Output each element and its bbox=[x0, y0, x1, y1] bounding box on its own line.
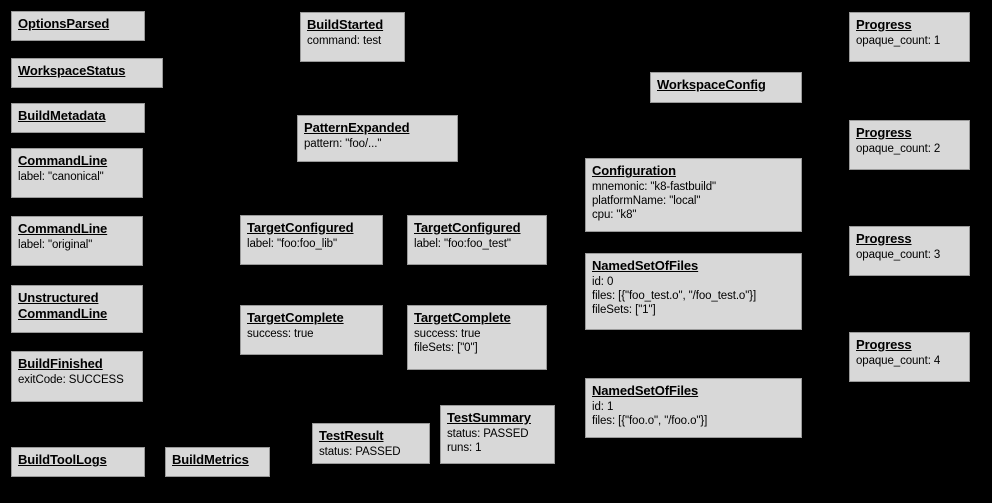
node-body: label: "foo:foo_lib" bbox=[247, 238, 337, 250]
node-unstructured-command-line[interactable]: Unstructured CommandLine bbox=[11, 285, 143, 333]
node-title: TargetConfigured bbox=[414, 220, 521, 235]
node-title: BuildFinished bbox=[18, 356, 103, 371]
node-build-finished[interactable]: BuildFinished exitCode: SUCCESS bbox=[11, 351, 143, 402]
node-command-line-original[interactable]: CommandLine label: "original" bbox=[11, 216, 143, 266]
node-target-complete-foo-lib[interactable]: TargetComplete success: true bbox=[240, 305, 383, 355]
node-body: mnemonic: "k8-fastbuild" platformName: "… bbox=[592, 181, 717, 221]
node-title: CommandLine bbox=[18, 153, 108, 168]
node-named-set-of-files-1[interactable]: NamedSetOfFiles id: 1 files: [{"foo.o", "… bbox=[585, 378, 802, 438]
node-title: Configuration bbox=[592, 163, 676, 178]
node-workspace-config[interactable]: WorkspaceConfig bbox=[650, 72, 802, 103]
node-title: Progress bbox=[856, 231, 912, 246]
node-body: status: PASSED runs: 1 bbox=[447, 428, 529, 454]
node-progress-4[interactable]: Progress opaque_count: 4 bbox=[849, 332, 970, 382]
node-title: NamedSetOfFiles bbox=[592, 383, 699, 398]
node-title: TargetComplete bbox=[247, 310, 344, 325]
node-test-result[interactable]: TestResult status: PASSED bbox=[312, 423, 430, 464]
node-title: WorkspaceStatus bbox=[18, 63, 126, 78]
node-body: opaque_count: 1 bbox=[856, 35, 941, 47]
node-title: TargetConfigured bbox=[247, 220, 354, 235]
node-body: status: PASSED bbox=[319, 446, 401, 458]
node-body: success: true bbox=[247, 328, 314, 340]
node-title: Unstructured CommandLine bbox=[18, 290, 108, 321]
node-progress-1[interactable]: Progress opaque_count: 1 bbox=[849, 12, 970, 62]
node-title: CommandLine bbox=[18, 221, 108, 236]
node-title: NamedSetOfFiles bbox=[592, 258, 699, 273]
node-command-line-canonical[interactable]: CommandLine label: "canonical" bbox=[11, 148, 143, 198]
node-target-configured-foo-lib[interactable]: TargetConfigured label: "foo:foo_lib" bbox=[240, 215, 383, 265]
node-body: pattern: "foo/..." bbox=[304, 138, 382, 150]
node-target-configured-foo-test[interactable]: TargetConfigured label: "foo:foo_test" bbox=[407, 215, 547, 265]
node-target-complete-foo-test[interactable]: TargetComplete success: true fileSets: ["… bbox=[407, 305, 547, 370]
node-title: PatternExpanded bbox=[304, 120, 410, 135]
node-title: OptionsParsed bbox=[18, 16, 110, 31]
node-title: Progress bbox=[856, 17, 912, 32]
node-body: success: true fileSets: ["0"] bbox=[414, 328, 481, 354]
node-title: BuildMetrics bbox=[172, 452, 249, 467]
node-body: label: "foo:foo_test" bbox=[414, 238, 511, 250]
node-progress-3[interactable]: Progress opaque_count: 3 bbox=[849, 226, 970, 276]
node-title: Progress bbox=[856, 337, 912, 352]
node-title: BuildStarted bbox=[307, 17, 384, 32]
node-body: label: "original" bbox=[18, 239, 93, 251]
node-named-set-of-files-0[interactable]: NamedSetOfFiles id: 0 files: [{"foo_test.… bbox=[585, 253, 802, 330]
node-build-metadata[interactable]: BuildMetadata bbox=[11, 103, 145, 133]
node-body: exitCode: SUCCESS bbox=[18, 374, 124, 386]
node-body: command: test bbox=[307, 35, 382, 47]
node-test-summary[interactable]: TestSummary status: PASSED runs: 1 bbox=[440, 405, 555, 464]
node-build-started[interactable]: BuildStarted command: test bbox=[300, 12, 405, 62]
node-build-metrics[interactable]: BuildMetrics bbox=[165, 447, 270, 477]
node-title: TestResult bbox=[319, 428, 384, 443]
node-body: id: 0 files: [{"foo_test.o", "/foo_test.… bbox=[592, 276, 757, 316]
node-body: opaque_count: 3 bbox=[856, 249, 941, 261]
node-title: TestSummary bbox=[447, 410, 531, 425]
node-title: WorkspaceConfig bbox=[657, 77, 766, 92]
node-body: label: "canonical" bbox=[18, 171, 104, 183]
node-title: BuildToolLogs bbox=[18, 452, 107, 467]
node-configuration[interactable]: Configuration mnemonic: "k8-fastbuild" pl… bbox=[585, 158, 802, 232]
node-pattern-expanded[interactable]: PatternExpanded pattern: "foo/..." bbox=[297, 115, 458, 162]
node-title: TargetComplete bbox=[414, 310, 511, 325]
node-body: opaque_count: 2 bbox=[856, 143, 941, 155]
node-progress-2[interactable]: Progress opaque_count: 2 bbox=[849, 120, 970, 170]
node-body: id: 1 files: [{"foo.o", "/foo.o"}] bbox=[592, 401, 708, 427]
node-workspace-status[interactable]: WorkspaceStatus bbox=[11, 58, 163, 88]
node-title: BuildMetadata bbox=[18, 108, 106, 123]
node-build-tool-logs[interactable]: BuildToolLogs bbox=[11, 447, 145, 477]
node-title: Progress bbox=[856, 125, 912, 140]
node-options-parsed[interactable]: OptionsParsed bbox=[11, 11, 145, 41]
node-body: opaque_count: 4 bbox=[856, 355, 941, 367]
